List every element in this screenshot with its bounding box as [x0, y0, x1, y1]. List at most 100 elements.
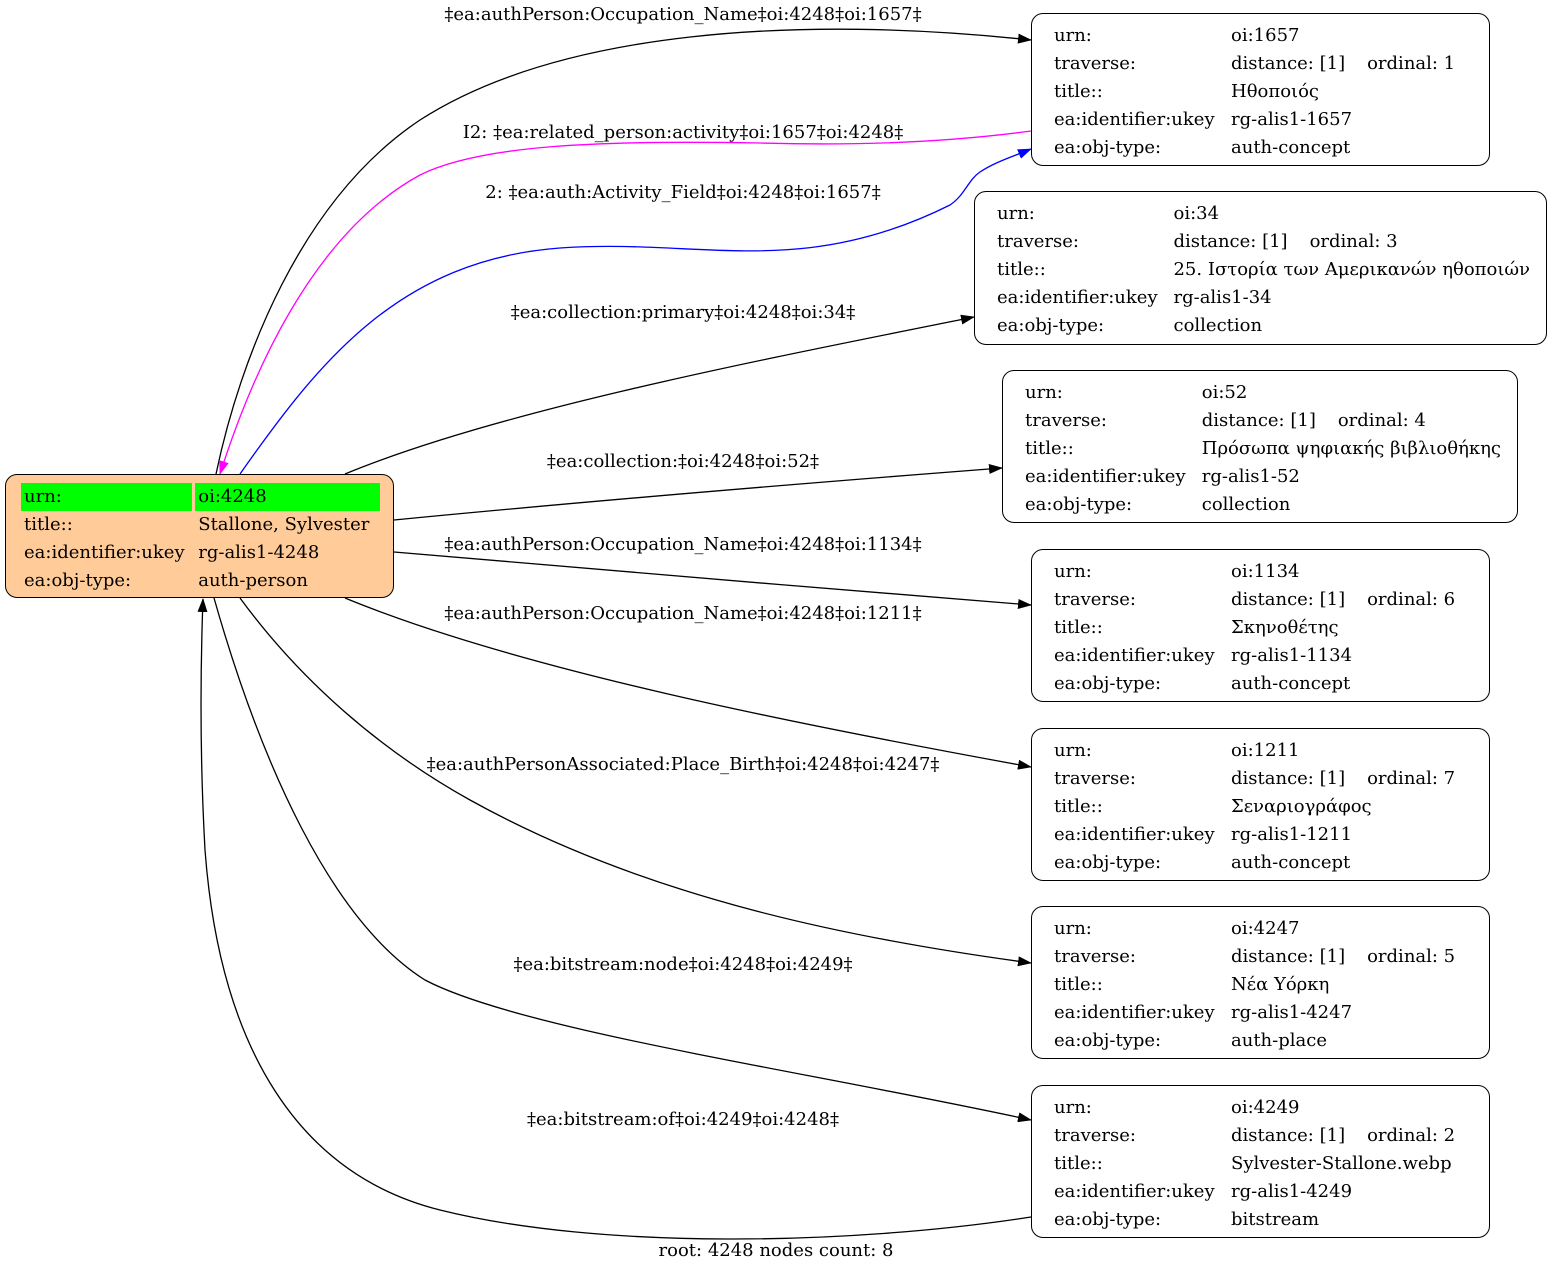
traverse-key: traverse:	[1054, 946, 1136, 967]
type-value: collection	[1201, 494, 1291, 515]
edge-place-birth	[239, 597, 1032, 967]
root-ukey-value: rg-alis1-4248	[198, 542, 320, 563]
type-key: ea:obj-type:	[1025, 494, 1133, 515]
edge-label-occupation-1134: ‡ea:authPerson:Occupation_Name‡oi:4248‡o…	[444, 534, 921, 555]
traverse-value: distance: [1] ordinal: 4	[1199, 407, 1504, 435]
title-value: Πρόσωπα ψηφιακής βιβλιοθήκης	[1201, 438, 1501, 459]
urn-value: oi:4249	[1231, 1097, 1300, 1118]
type-key: ea:obj-type:	[1054, 852, 1162, 873]
node-34-table: urn: oi:34 traverse: distance: [1] ordinal:…	[991, 200, 1536, 340]
edge-label-bitstream-node: ‡ea:bitstream:node‡oi:4248‡oi:4249‡	[513, 954, 852, 975]
node-1211-table: urn:oi:1211 traverse:distance: [1]ordina…	[1048, 737, 1461, 877]
distance-value: distance: [1]	[1231, 589, 1346, 610]
urn-value: oi:1211	[1231, 740, 1300, 761]
traverse-value: distance: [1] ordinal: 1	[1228, 50, 1458, 78]
node-34[interactable]: urn: oi:34 traverse: distance: [1] ordinal:…	[974, 191, 1547, 345]
edge-activity-field	[239, 148, 1032, 475]
ordinal-value: ordinal: 3	[1309, 231, 1398, 252]
node-4249-table: urn:oi:4249 traverse:distance: [1]ordina…	[1048, 1094, 1461, 1234]
traverse-key: traverse:	[997, 231, 1079, 252]
ordinal-value: ordinal: 1	[1367, 53, 1456, 74]
ordinal-value: ordinal: 6	[1367, 589, 1456, 610]
type-key: ea:obj-type:	[1054, 673, 1162, 694]
ordinal-value: ordinal: 4	[1337, 410, 1426, 431]
traverse-key: traverse:	[1054, 589, 1136, 610]
ukey-value: rg-alis1-52	[1201, 466, 1300, 487]
ordinal-value: ordinal: 5	[1367, 946, 1456, 967]
title-key: title::	[1025, 438, 1074, 459]
root-urn-value: oi:4248	[195, 483, 380, 511]
node-1657[interactable]: urn: oi:1657 traverse: distance: [1] ordina…	[1031, 13, 1490, 166]
root-title-value: Stallone, Sylvester	[198, 514, 370, 535]
title-key: title::	[997, 259, 1046, 280]
title-key: title::	[1054, 1153, 1103, 1174]
ukey-key: ea:identifier:ukey	[1054, 1002, 1215, 1023]
node-52[interactable]: urn:oi:52 traverse:distance: [1]ordinal:…	[1002, 370, 1518, 523]
distance-value: distance: [1]	[1231, 946, 1346, 967]
edge-occupation-1211	[344, 597, 1032, 770]
urn-key: urn:	[1054, 25, 1092, 46]
root-type-value: auth-person	[198, 570, 308, 591]
title-value: Σκηνοθέτης	[1231, 617, 1339, 638]
urn-value: oi:1134	[1231, 561, 1300, 582]
traverse-value: distance: [1]ordinal: 7	[1228, 765, 1458, 793]
type-value: collection	[1173, 315, 1263, 336]
ukey-value: rg-alis1-1134	[1231, 645, 1353, 666]
traverse-value: distance: [1] ordinal: 5	[1228, 943, 1458, 971]
type-value: bitstream	[1231, 1209, 1320, 1230]
node-1134-table: urn:oi:1134 traverse:distance: [1]ordina…	[1048, 558, 1461, 698]
type-key: ea:obj-type:	[1054, 1030, 1162, 1051]
ukey-key: ea:identifier:ukey	[1054, 1181, 1215, 1202]
traverse-value: distance: [1] ordinal: 3	[1170, 228, 1533, 256]
node-4249[interactable]: urn:oi:4249 traverse:distance: [1]ordina…	[1031, 1085, 1490, 1238]
urn-value: oi:34	[1173, 203, 1220, 224]
type-key: ea:obj-type:	[997, 315, 1105, 336]
distance-value: distance: [1]	[1173, 231, 1288, 252]
urn-key: urn:	[1025, 382, 1063, 403]
node-1657-table: urn: oi:1657 traverse: distance: [1] ordina…	[1048, 22, 1461, 162]
urn-value: oi:1657	[1231, 25, 1300, 46]
urn-key: urn:	[1054, 918, 1092, 939]
traverse-key: traverse:	[1025, 410, 1107, 431]
traverse-key: traverse:	[1054, 1125, 1136, 1146]
ukey-value: rg-alis1-34	[1173, 287, 1272, 308]
ukey-value: rg-alis1-1657	[1231, 109, 1353, 130]
type-value: auth-place	[1231, 1030, 1327, 1051]
edge-label-bitstream-of: ‡ea:bitstream:of‡oi:4249‡oi:4248‡	[527, 1109, 839, 1130]
urn-key: urn:	[997, 203, 1035, 224]
edge-label-collection-52: ‡ea:collection:‡oi:4248‡oi:52‡	[547, 451, 819, 472]
edge-label-collection-primary: ‡ea:collection:primary‡oi:4248‡oi:34‡	[511, 302, 856, 323]
ukey-key: ea:identifier:ukey	[1054, 645, 1215, 666]
edge-bitstream-of	[197, 598, 1032, 1240]
ukey-value: rg-alis1-1211	[1231, 824, 1353, 845]
ukey-value: rg-alis1-4249	[1231, 1181, 1353, 1202]
traverse-key: traverse:	[1054, 53, 1136, 74]
title-key: title::	[1054, 974, 1103, 995]
type-value: auth-concept	[1231, 137, 1351, 158]
node-4247-table: urn:oi:4247 traverse:distance: [1]ordina…	[1048, 915, 1461, 1055]
edge-collection-primary	[344, 314, 975, 475]
node-1134[interactable]: urn:oi:1134 traverse:distance: [1]ordina…	[1031, 549, 1490, 702]
title-key: title::	[1054, 796, 1103, 817]
node-52-table: urn:oi:52 traverse:distance: [1]ordinal:…	[1019, 379, 1507, 519]
root-ukey-key: ea:identifier:ukey	[24, 542, 185, 563]
node-1211[interactable]: urn:oi:1211 traverse:distance: [1]ordina…	[1031, 728, 1490, 881]
title-value: Sylvester-Stallone.webp	[1231, 1153, 1452, 1174]
edge-occupation-1134	[393, 551, 1032, 609]
distance-value: distance: [1]	[1231, 53, 1346, 74]
distance-value: distance: [1]	[1231, 768, 1346, 789]
distance-value: distance: [1]	[1201, 410, 1316, 431]
type-key: ea:obj-type:	[1054, 137, 1162, 158]
edge-occupation-1657	[215, 28, 1032, 475]
urn-key: urn:	[1054, 740, 1092, 761]
root-type-key: ea:obj-type:	[24, 570, 132, 591]
urn-key: urn:	[1054, 1097, 1092, 1118]
root-node[interactable]: urn: oi:4248 title:: Stallone, Sylvester…	[5, 474, 394, 598]
type-value: auth-concept	[1231, 852, 1351, 873]
node-4247[interactable]: urn:oi:4247 traverse:distance: [1]ordina…	[1031, 906, 1490, 1059]
edge-bitstream-node	[213, 597, 1032, 1123]
edge-collection-52	[393, 464, 1003, 521]
type-key: ea:obj-type:	[1054, 1209, 1162, 1230]
traverse-value: distance: [1] ordinal: 6	[1228, 586, 1458, 614]
